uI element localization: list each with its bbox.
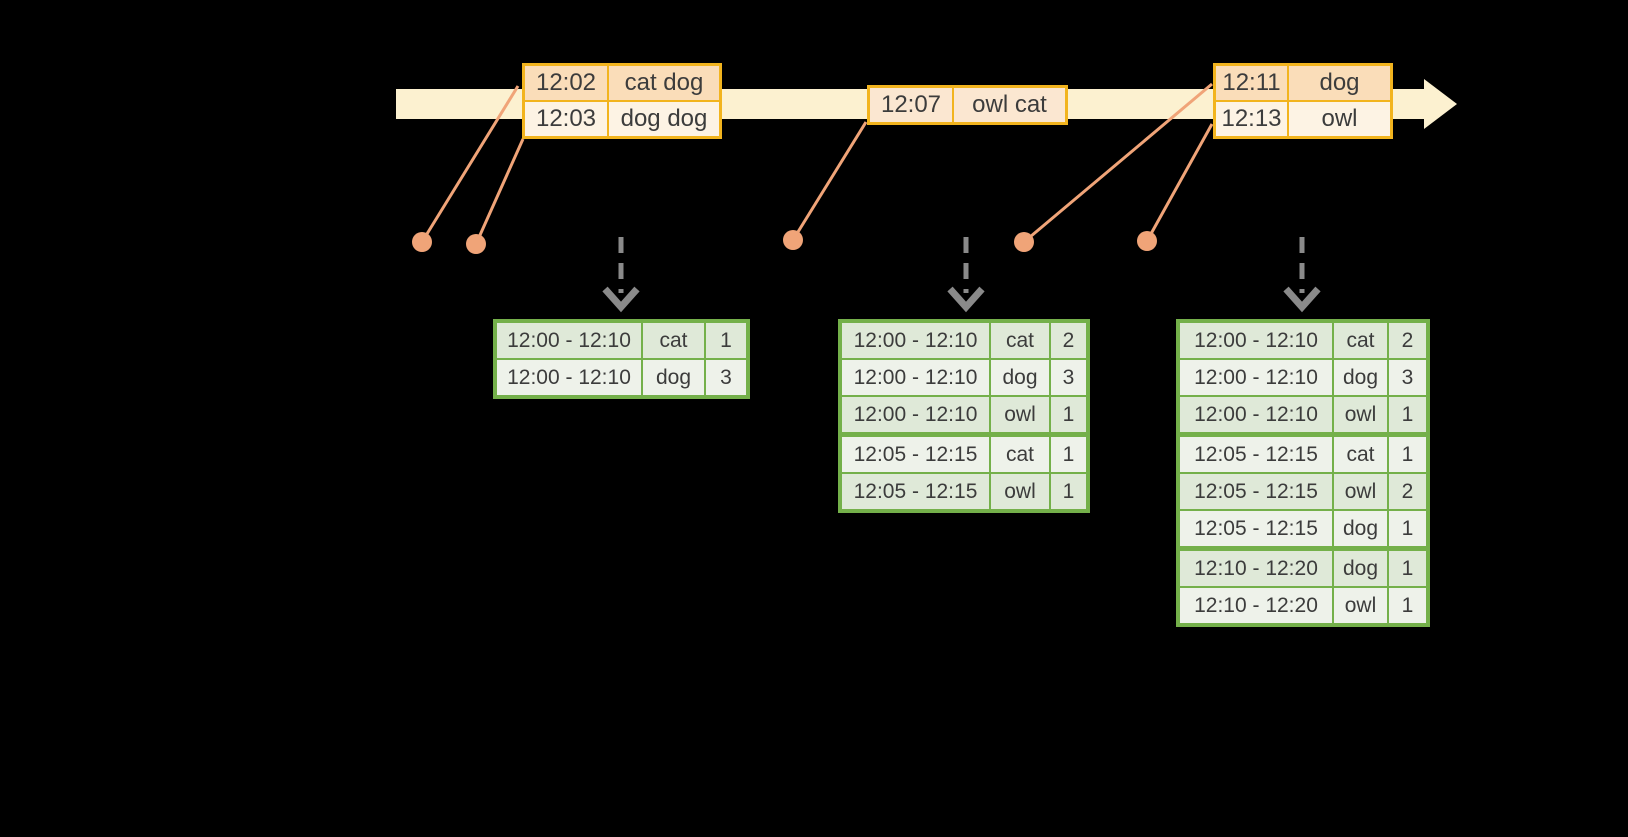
result-table-2: 12:00 - 12:10 cat 2 12:00 - 12:10 dog 3 … [838,319,1090,513]
result-window-cell: 12:05 - 12:15 [1180,437,1332,472]
trigger-arrows [602,237,1321,313]
event-words-cell: owl [1289,102,1390,136]
result-count-cell: 3 [1051,360,1086,395]
event-connectors [412,82,1214,254]
result-window-cell: 12:00 - 12:10 [497,323,641,358]
event-table-2: 12:07 owl cat [867,85,1068,125]
result-word-cell: owl [1334,588,1387,623]
event-time-cell: 12:07 [870,88,952,122]
event-dot-icon [783,230,803,250]
trigger-arrow-icon [947,286,985,313]
event-words-cell: dog [1289,66,1390,100]
event-time-cell: 12:02 [525,66,607,100]
result-window-cell: 12:00 - 12:10 [1180,397,1332,432]
result-word-cell: owl [1334,397,1387,432]
result-word-cell: cat [991,437,1049,472]
event-time-cell: 12:11 [1216,66,1287,100]
event-dot-icon [1014,232,1034,252]
result-window-cell: 12:00 - 12:10 [1180,323,1332,358]
result-word-cell: dog [991,360,1049,395]
event-time-cell: 12:03 [525,102,607,136]
result-word-cell: owl [1334,474,1387,509]
result-count-cell: 1 [1051,397,1086,432]
result-count-cell: 1 [1389,551,1426,586]
result-window-cell: 12:00 - 12:10 [842,323,989,358]
result-count-cell: 3 [706,360,746,395]
result-window-cell: 12:05 - 12:15 [1180,474,1332,509]
event-table-3: 12:11 dog 12:13 owl [1213,63,1393,139]
result-window-cell: 12:05 - 12:15 [842,437,989,472]
result-count-cell: 1 [706,323,746,358]
event-dot-icon [1137,231,1157,251]
result-count-cell: 1 [1389,588,1426,623]
event-table-1: 12:02 cat dog 12:03 dog dog [522,63,722,139]
window-group-separator [1180,434,1426,435]
result-word-cell: cat [1334,437,1387,472]
result-count-cell: 2 [1389,323,1426,358]
result-window-cell: 12:05 - 12:15 [1180,511,1332,546]
result-count-cell: 1 [1389,511,1426,546]
result-count-cell: 2 [1389,474,1426,509]
result-window-cell: 12:00 - 12:10 [842,397,989,432]
result-count-cell: 1 [1389,437,1426,472]
result-word-cell: dog [1334,360,1387,395]
event-dot-icon [466,234,486,254]
result-table-1: 12:00 - 12:10 cat 1 12:00 - 12:10 dog 3 [493,319,750,399]
event-words-cell: owl cat [954,88,1065,122]
result-table-3: 12:00 - 12:10 cat 2 12:00 - 12:10 dog 3 … [1176,319,1430,627]
event-words-cell: cat dog [609,66,719,100]
result-word-cell: cat [991,323,1049,358]
event-dot-icon [412,232,432,252]
result-word-cell: dog [1334,511,1387,546]
event-time-cell: 12:13 [1216,102,1287,136]
result-window-cell: 12:00 - 12:10 [1180,360,1332,395]
window-group-separator [842,434,1086,435]
window-group-separator [1180,548,1426,549]
result-word-cell: owl [991,474,1049,509]
trigger-arrow-icon [602,286,640,313]
result-window-cell: 12:10 - 12:20 [1180,551,1332,586]
result-word-cell: cat [1334,323,1387,358]
result-count-cell: 2 [1051,323,1086,358]
result-count-cell: 1 [1389,397,1426,432]
result-window-cell: 12:10 - 12:20 [1180,588,1332,623]
result-word-cell: dog [643,360,704,395]
result-word-cell: cat [643,323,704,358]
result-count-cell: 1 [1051,474,1086,509]
result-count-cell: 1 [1051,437,1086,472]
trigger-arrow-icon [1283,286,1321,313]
event-words-cell: dog dog [609,102,719,136]
result-window-cell: 12:00 - 12:10 [497,360,641,395]
result-word-cell: owl [991,397,1049,432]
result-window-cell: 12:00 - 12:10 [842,360,989,395]
result-word-cell: dog [1334,551,1387,586]
result-count-cell: 3 [1389,360,1426,395]
result-window-cell: 12:05 - 12:15 [842,474,989,509]
